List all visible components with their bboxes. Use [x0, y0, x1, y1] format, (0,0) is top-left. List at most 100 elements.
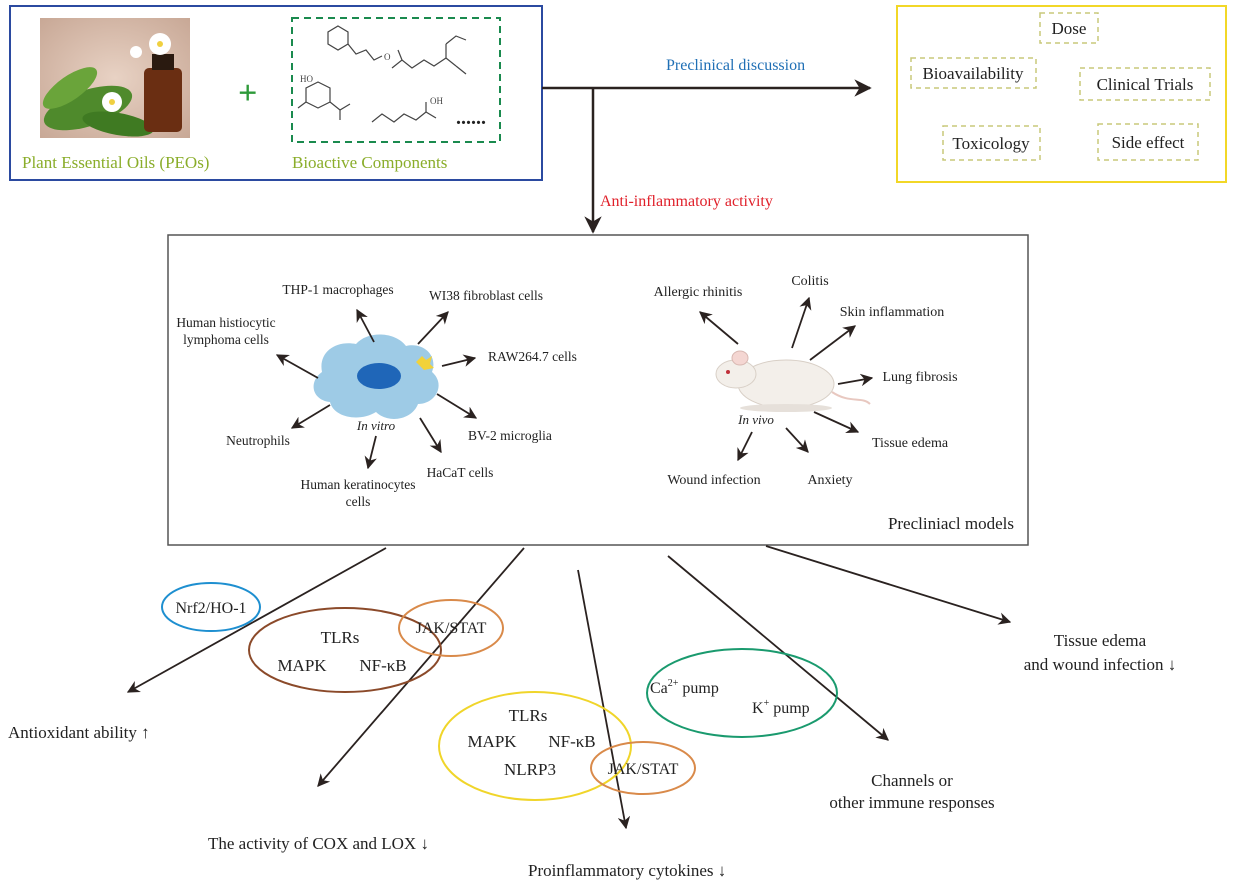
arrow-neutrophils: [290, 404, 331, 429]
bv2-label: BV-2 microglia: [468, 428, 552, 443]
arrow-colitis: [791, 296, 812, 349]
keratinocytes-label-line1: Human keratinocytes: [300, 477, 415, 492]
arrow-cox-lox: [317, 547, 525, 787]
peo-source-frame: [9, 5, 543, 181]
anxiety-label: Anxiety: [807, 473, 852, 488]
side-effect-box: [1097, 123, 1199, 161]
essential-oil-photo: [40, 18, 190, 138]
discussion-frame: [896, 5, 1227, 183]
ca-symbol: Ca: [650, 680, 668, 697]
nfkb-label-lower: NF-κB: [548, 732, 595, 751]
k-pump-label: K+ pump: [752, 698, 810, 717]
arrow-wound: [737, 431, 753, 462]
mouse-shadow: [740, 404, 832, 412]
cox-lox-label: The activity of COX and LOX ↓: [208, 834, 429, 853]
arrow-skin: [809, 325, 857, 361]
arrow-edema: [813, 411, 860, 434]
dose-box: [1039, 12, 1099, 44]
flower-1-center: [109, 99, 115, 105]
lung-label: Lung fibrosis: [882, 370, 957, 385]
arrow-channels: [667, 555, 889, 741]
k-superscript: +: [764, 698, 770, 709]
arrow-cytokines: [577, 569, 631, 830]
wi38-label: WI38 fibroblast cells: [429, 288, 543, 303]
in-vivo-mouse: [715, 350, 871, 412]
arrow-raw: [441, 354, 477, 367]
in-vitro-arrows: [275, 308, 478, 470]
peo-source-panel: Plant Essential Oils (PEOs) + O HO OH: [9, 5, 543, 181]
arrow-anxiety: [785, 427, 809, 453]
in-vivo-arrows: [699, 296, 874, 462]
side-effect-label: Side effect: [1112, 133, 1185, 152]
models-frame: [167, 234, 1029, 546]
bioactive-label: Bioactive Components: [292, 153, 447, 172]
bioactive-ellipsis: ......: [456, 107, 486, 129]
linalyl-bond-2: [455, 65, 467, 75]
molecule-o-label: O: [384, 52, 391, 62]
clinical-trials-label: Clinical Trials: [1097, 75, 1194, 94]
acetate-group: [445, 35, 467, 45]
tlrs-label-lower: TLRs: [509, 706, 548, 725]
arrow-hacat: [419, 417, 442, 454]
arrow-keratinocytes: [364, 435, 377, 470]
toxicology-box: [942, 125, 1041, 161]
leaf-2: [42, 67, 98, 109]
molecule-oh-label: OH: [430, 96, 443, 106]
nrf2-label: Nrf2/HO-1: [175, 600, 246, 617]
ca-superscript: 2+: [668, 678, 679, 689]
k-symbol: K: [752, 700, 764, 717]
jakstat-label-upper: JAK/STAT: [416, 620, 487, 637]
bottle-neck: [152, 54, 174, 70]
anti-inflammatory-label: Anti-inflammatory activity: [600, 193, 773, 210]
chemical-structures: [297, 25, 467, 123]
channels-ellipse: [646, 648, 838, 738]
signaling-ellipse-lower: [438, 691, 632, 801]
cell-yellow-tag: [416, 356, 434, 370]
colitis-label: Colitis: [791, 274, 828, 289]
histiocytic-label-line2: lymphoma cells: [183, 332, 269, 347]
channels-label-line1: Channels or: [871, 771, 953, 790]
tissue-edema-label-line2: and wound infection ↓: [1024, 655, 1177, 674]
toxicology-label: Toxicology: [952, 134, 1030, 153]
mouse-ear: [731, 350, 749, 366]
in-vitro-cell: [313, 334, 439, 419]
linalyl-bond-3: [397, 49, 403, 61]
preclinical-models-panel: In vitro THP-1 macrophages WI38 fibrobla…: [167, 234, 1029, 546]
histiocytic-label-line1: Human histiocytic: [176, 315, 275, 330]
arrow-thp1: [356, 308, 375, 343]
bioavailability-box: [910, 57, 1037, 89]
neutrophils-label: Neutrophils: [226, 433, 290, 448]
thp1-label: THP-1 macrophages: [282, 282, 393, 297]
bioavailability-label: Bioavailability: [922, 64, 1024, 83]
dose-label: Dose: [1052, 19, 1087, 38]
mapk-label-upper: MAPK: [277, 656, 327, 675]
in-vivo-label: In vivo: [737, 412, 774, 427]
arrow-histiocytic: [275, 354, 319, 379]
jakstat-label-lower: JAK/STAT: [608, 761, 679, 778]
signaling-ellipse-upper: [248, 607, 442, 693]
cell-nucleus: [357, 363, 401, 389]
in-vitro-label: In vitro: [356, 418, 396, 433]
mouse-eye: [726, 370, 730, 374]
mouse-tail: [831, 391, 871, 405]
wound-label: Wound infection: [667, 473, 760, 488]
arrow-lung: [837, 373, 874, 387]
isopropyl-group: [329, 101, 351, 111]
raw-label: RAW264.7 cells: [488, 349, 577, 364]
tlrs-label-upper: TLRs: [321, 628, 360, 647]
models-caption: Precliniacl models: [888, 514, 1014, 533]
cinnamaldehyde-chain: [347, 43, 383, 61]
linalool-chain: [371, 111, 437, 123]
molecule-ho-label: HO: [300, 74, 313, 84]
peos-label: Plant Essential Oils (PEOs): [22, 153, 209, 172]
arrow-tissue-edema: [765, 545, 1012, 625]
jakstat-ellipse-upper: [398, 599, 504, 657]
tissue-edema-label-line1: Tissue edema: [1054, 631, 1147, 650]
edema-label: Tissue edema: [872, 436, 949, 451]
mechanism-ellipses: Nrf2/HO-1 TLRs MAPK NF-κB JAK/STAT Ca2+ …: [161, 582, 838, 801]
hacat-label: HaCaT cells: [427, 465, 494, 480]
discussion-panel: Dose Bioavailability Clinical Trials Tox…: [896, 5, 1227, 183]
methyl-bond: [297, 101, 307, 109]
arrow-allergic: [699, 311, 739, 345]
